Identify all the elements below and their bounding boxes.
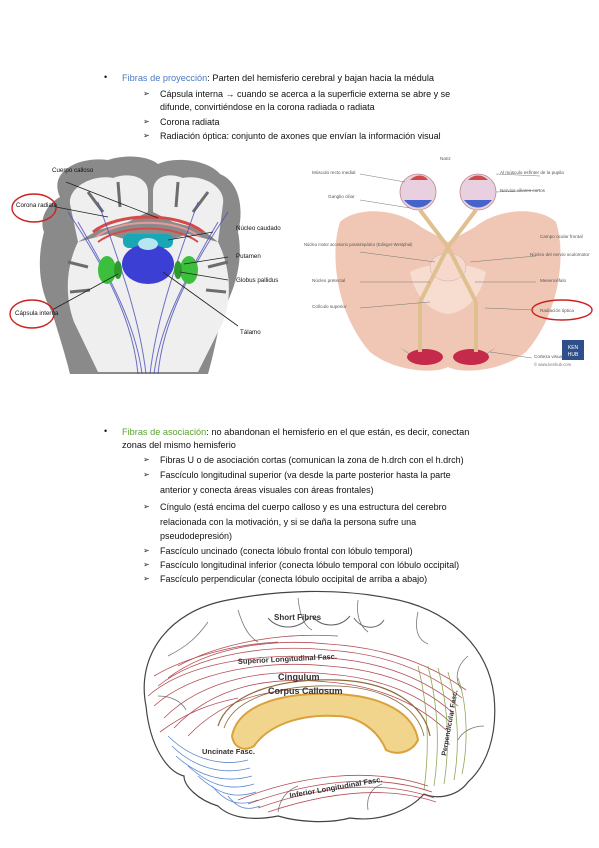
label-musculo-recto: Músculo recto medial — [312, 170, 355, 175]
association-fibres-figure: Short Fibres Superior Longitudinal Fasc.… — [128, 586, 500, 832]
section2-item-continued: pseudodepresión) — [160, 531, 233, 541]
label-short-fibres: Short Fibres — [274, 613, 322, 622]
section2-item: Cíngulo (está encima del cuerpo calloso … — [160, 502, 447, 512]
kenhub-logo-text: KEN — [568, 345, 579, 351]
label-talamo: Tálamo — [240, 329, 261, 336]
inferior-longitudinal-fasciculus — [237, 774, 437, 813]
label-globus-pallidus: Globus pallidus — [236, 277, 278, 284]
section2-item: Fibras U o de asociación cortas (comunic… — [160, 455, 464, 465]
section2-item: Fascículo longitudinal inferior (conecta… — [160, 560, 460, 570]
projection-fibres — [67, 201, 229, 374]
uncinate-fasciculus — [167, 735, 261, 809]
section2-heading: Fibras de asociación: no abandonan el he… — [122, 426, 469, 438]
bullet-dot: • — [104, 72, 108, 82]
arrow-bullet-icon: ➢ — [143, 546, 150, 555]
bullet-dot: • — [104, 426, 108, 436]
highlight-circle-icon — [11, 193, 57, 223]
label-corpus-callosum: Corpus Callosum — [268, 686, 343, 696]
section2-heading-colored: Fibras de asociación — [122, 427, 207, 437]
arrow-bullet-icon: ➢ — [143, 502, 150, 511]
label-uncinate: Uncinate Fasc. — [202, 747, 255, 756]
section2-heading-rest: : no abandonan el hemisferio en el que e… — [206, 427, 470, 437]
corpus-callosum — [92, 215, 204, 234]
section1-heading-rest: : Parten del hemisferio cerebral y bajan… — [207, 73, 435, 83]
optic-tracts — [418, 208, 478, 352]
highlight-circle-icon — [9, 299, 55, 329]
section1-item: Cápsula interna → cuando se acerca a la … — [160, 89, 451, 99]
section1-item: Radiación óptica: conjunto de axones que… — [160, 131, 441, 141]
label-cuerpo-calloso: Cuerpo calloso — [52, 167, 94, 174]
label-credit: © www.kenhub.com — [534, 362, 572, 367]
label-ganglio-ciliar: Ganglio ciliar — [328, 194, 355, 199]
label-capsula-interna: Cápsula interna — [15, 310, 59, 317]
cingulum — [217, 679, 431, 737]
putamen — [98, 256, 116, 284]
label-coliculo: Colículo superior — [312, 304, 347, 309]
section2-item-continued: relacionada con la motivación, y si se d… — [160, 517, 417, 527]
visual-pathway-figure: Nariz Músculo recto medial Al músculo es… — [300, 152, 596, 374]
section1-heading-colored: Fibras de proyección — [122, 73, 208, 83]
arrow-bullet-icon: ➢ — [143, 455, 150, 464]
kenhub-logo-text: HUB — [568, 352, 579, 358]
label-nucleo-pretectal: Núcleo pretectal — [312, 278, 345, 283]
label-nervios-ciliares: Nervios ciliares cortos — [500, 188, 546, 193]
label-musculo-esfinter: Al músculo esfínter de la pupila — [500, 170, 564, 175]
section2-item: Fascículo perpendicular (conecta lóbulo … — [160, 574, 428, 584]
arrow-bullet-icon: ➢ — [143, 574, 150, 583]
kenhub-logo — [562, 340, 584, 360]
section2-item: Fascículo uncinado (conecta lóbulo front… — [160, 546, 413, 556]
arrow-bullet-icon: ➢ — [143, 117, 150, 126]
label-nucleo-accesorio: Núcleo motor accesorio parasimpático (Ed… — [304, 242, 413, 247]
thalamus — [122, 244, 174, 284]
label-nucleo-caudado: Núcleo caudado — [236, 225, 281, 232]
superior-longitudinal-fasciculus — [147, 634, 467, 737]
label-putamen: Putamen — [236, 253, 261, 260]
arrow-bullet-icon: ➢ — [143, 470, 150, 479]
section2-heading-line2: zonas del mismo hemisferio — [122, 440, 236, 450]
section1-item-continued: difunde, convirtiéndose en la corona rad… — [160, 102, 375, 112]
arrow-bullet-icon: ➢ — [143, 89, 150, 98]
arrow-bullet-icon: ➢ — [143, 131, 150, 140]
coronal-brain-figure: Cuerpo calloso Corona radiata Núcleo cau… — [8, 152, 286, 374]
label-nariz: Nariz — [440, 156, 451, 161]
short-fibres — [267, 615, 385, 628]
section1-heading: Fibras de proyección: Parten del hemisfe… — [122, 72, 434, 84]
label-corteza: Corteza visual — [534, 354, 563, 359]
arrow-bullet-icon: ➢ — [143, 560, 150, 569]
label-corona-radiata: Corona radiata — [16, 202, 57, 209]
section1-item: Corona radiata — [160, 117, 220, 127]
label-radiacion: Radiación óptica — [540, 308, 574, 313]
section2-item-continued: anterior y conecta áreas visuales con ár… — [160, 485, 374, 495]
label-cingulum: Cingulum — [278, 672, 320, 682]
corpus-callosum — [230, 692, 420, 754]
label-nucleo-oculomotor: Núcleo del nervio oculomotor — [530, 252, 590, 257]
section2-item: Fascículo longitudinal superior (va desd… — [160, 470, 451, 480]
label-campo-ocular: Campo ocular frontal — [540, 234, 583, 239]
label-mesencefalo: Mesencéfalo — [540, 278, 566, 283]
